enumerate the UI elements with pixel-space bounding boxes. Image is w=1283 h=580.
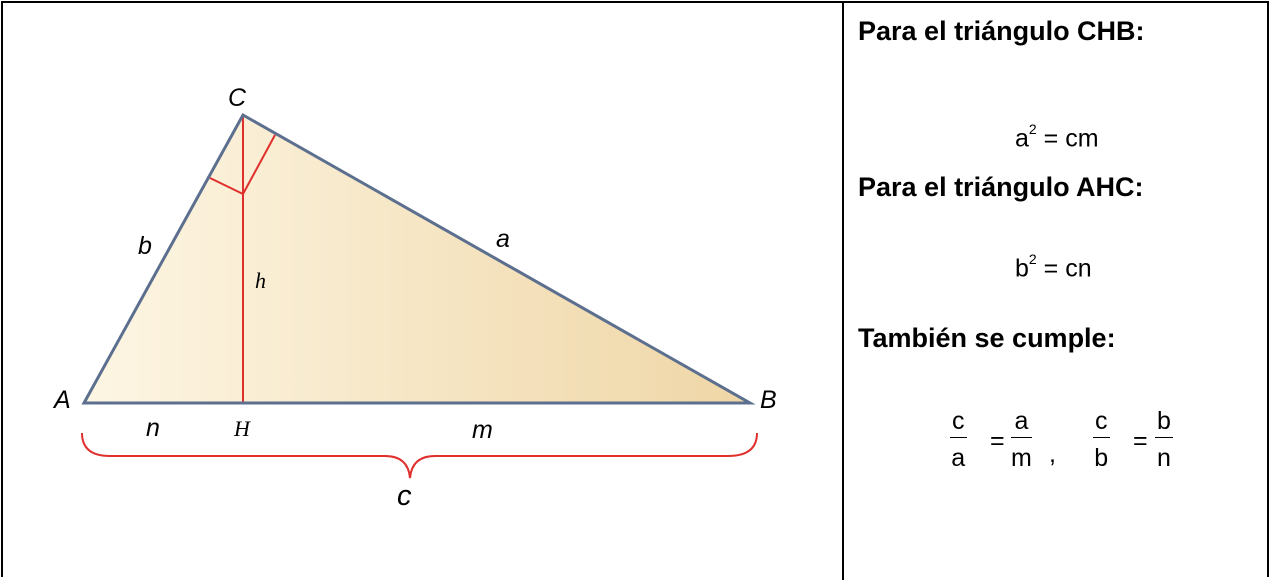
comma-separator: , <box>1049 440 1056 468</box>
brace-c <box>81 432 758 479</box>
formula-a-squared: a2 = cm <box>1015 121 1099 153</box>
fraction1-numerator: c <box>950 405 967 438</box>
equals-sign-1: = <box>990 427 1005 455</box>
side-label-h: h <box>255 268 266 293</box>
side-label-m: m <box>472 416 493 444</box>
triangle-outline <box>81 112 756 405</box>
side-label-a: a <box>496 225 510 253</box>
angle-mark-right <box>242 134 276 195</box>
right-triangle-diagram: C A B H b a h n m c <box>52 84 777 512</box>
formula1-exponent: 2 <box>1028 121 1037 137</box>
fraction4-numerator: b <box>1155 405 1173 438</box>
formula1-base: a <box>1015 124 1029 153</box>
fraction2-numerator: a <box>1011 405 1032 438</box>
formula2-rest: = cn <box>1036 254 1092 283</box>
fraction2-denominator: m <box>1011 444 1032 472</box>
fraction-c-over-a: c a <box>950 405 967 474</box>
side-label-c: c <box>397 480 412 512</box>
heading-also-holds: También se cumple: <box>858 323 1116 353</box>
fraction-b-over-n: b n <box>1155 405 1173 474</box>
formula1-rest: = cm <box>1036 124 1099 153</box>
heading-triangle-chb: Para el triángulo CHB: <box>858 16 1145 46</box>
fraction3-denominator: b <box>1094 444 1109 472</box>
triangle-fill <box>84 115 750 403</box>
fraction1-denominator: a <box>951 444 966 472</box>
formula2-base: b <box>1015 254 1029 283</box>
fraction4-denominator: n <box>1157 444 1171 472</box>
heading-triangle-ahc: Para el triángulo AHC: <box>858 172 1144 202</box>
side-label-b: b <box>138 232 152 260</box>
side-label-n: n <box>146 414 160 442</box>
fraction-a-over-m: a m <box>1011 405 1032 474</box>
column-divider <box>842 1 844 580</box>
vertex-label-h: H <box>233 416 251 441</box>
formula-b-squared: b2 = cn <box>1015 251 1092 283</box>
fraction-c-over-b: c b <box>1093 405 1110 474</box>
fraction3-numerator: c <box>1093 405 1110 438</box>
formula2-exponent: 2 <box>1028 251 1037 267</box>
equals-sign-2: = <box>1133 427 1148 455</box>
vertex-label-a: A <box>52 386 71 414</box>
vertex-label-c: C <box>228 84 247 112</box>
vertex-label-b: B <box>760 386 777 414</box>
angle-mark-left <box>209 177 244 195</box>
